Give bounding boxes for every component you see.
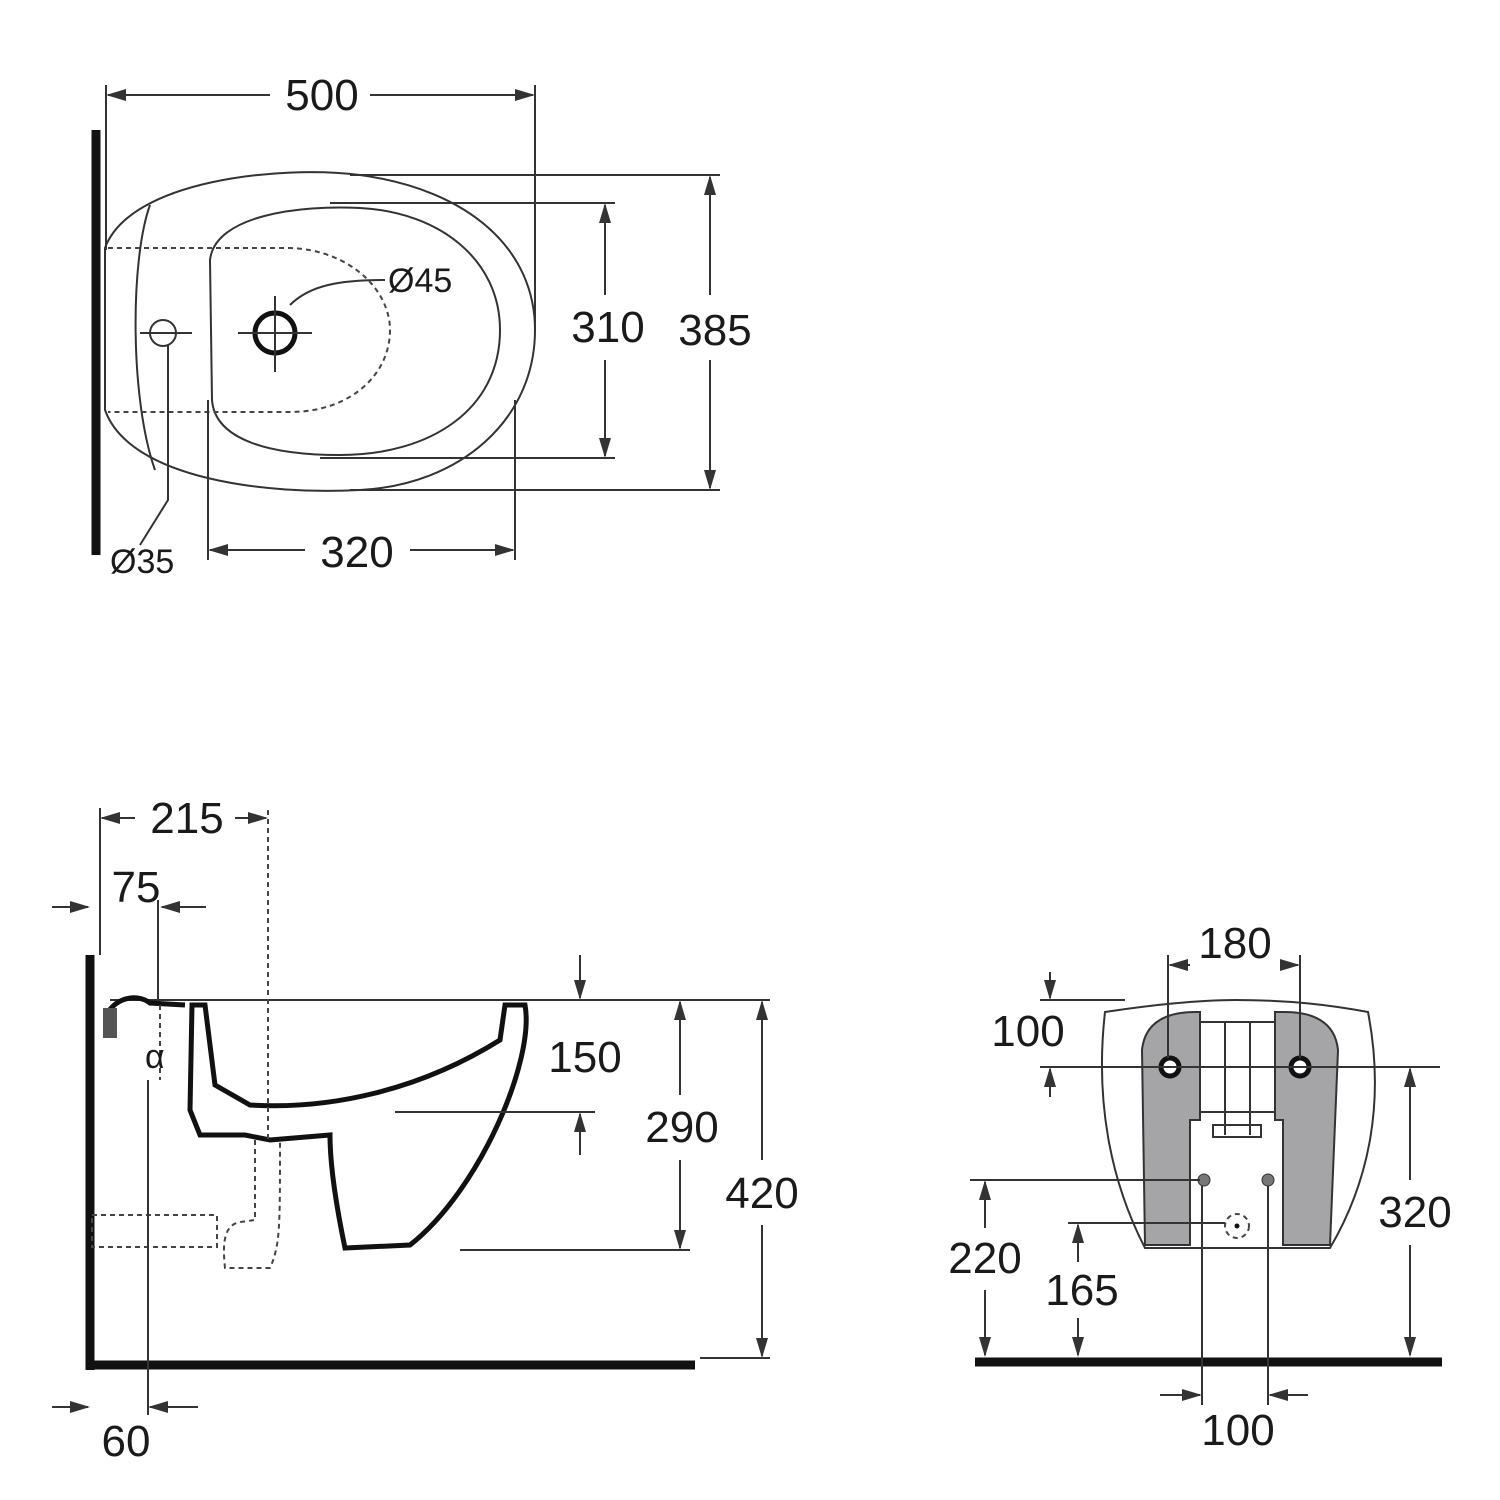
supply-hole-icon [1261,1173,1275,1187]
centerline-symbol: α [145,1038,165,1076]
bowl-outline [208,206,502,457]
waste-center [1234,1223,1240,1229]
bracket-left [1140,1011,1201,1246]
waste-pipe [91,1214,218,1248]
bidet-rear-outline [1100,998,1376,1249]
dim-bowl-depth: 150 [548,1033,621,1082]
dim-bowl-length: 320 [320,528,393,577]
dim-bowl-height: 290 [645,1103,718,1152]
leader-line [289,279,386,306]
top-view: 500 310 385 Ø45 Ø35 320 [91,71,752,581]
dim-bolt-from-top: 100 [991,1007,1064,1056]
rim-back [105,995,186,1014]
bidet-profile [187,1002,529,1251]
hidden-line [108,247,392,413]
dim-supply-height: 220 [948,1234,1021,1283]
dim-outer-depth: 385 [678,306,751,355]
side-view: α 215 75 150 290 420 60 [52,794,799,1466]
bracket [103,1008,117,1038]
rear-view: 180 100 320 220 165 100 [948,919,1451,1455]
dim-supply-spacing: 100 [1201,1406,1274,1455]
dim-wall-offset: 60 [102,1417,151,1466]
dim-tap-offset: 215 [150,794,223,843]
slot-base [1212,1124,1262,1138]
dim-inner-depth: 310 [571,303,644,352]
waste-hole-icon [1224,1213,1250,1239]
dim-width: 500 [285,71,358,120]
bracket-right [1274,1011,1340,1246]
dim-waste-hole: Ø35 [110,543,174,581]
bidet-outline [104,171,537,492]
dim-bolt-height: 320 [1378,1188,1451,1237]
rim-line [134,204,156,471]
leader-line [139,345,169,546]
dim-tap-hole: Ø45 [388,262,452,300]
dim-axis-offset: 75 [112,863,161,912]
dim-bolt-spacing: 180 [1198,919,1271,968]
dim-waste-height: 165 [1045,1266,1118,1315]
dim-rim-height: 420 [725,1169,798,1218]
trap [222,1139,281,1269]
